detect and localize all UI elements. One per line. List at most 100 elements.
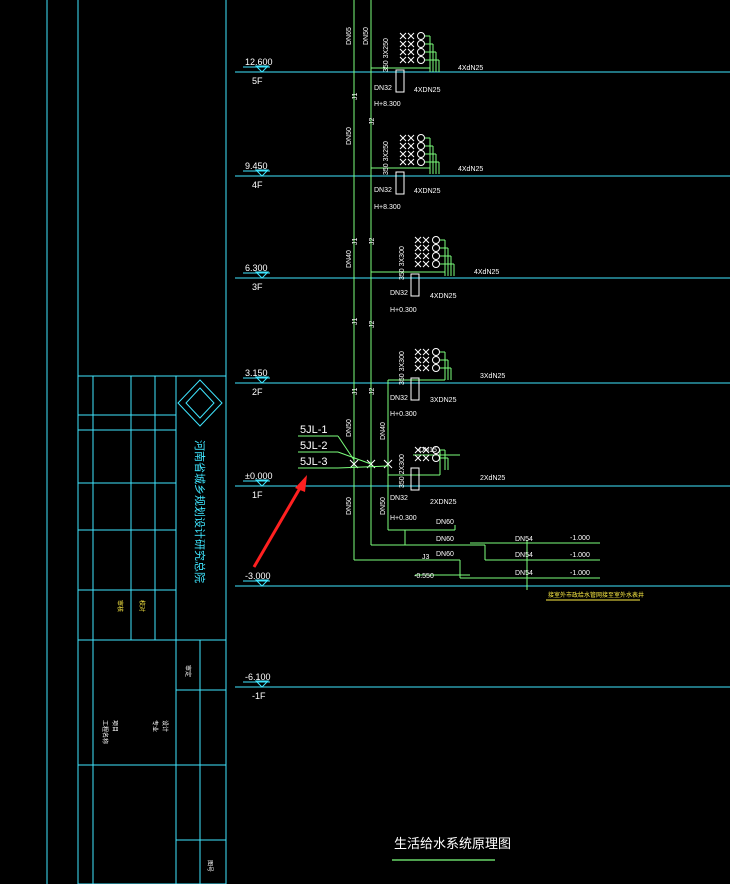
- label-j2-b: J2: [369, 238, 376, 246]
- label-j1-a: J1: [352, 93, 359, 101]
- meter-box-icon: [410, 273, 420, 297]
- water-meter-icon: [432, 348, 440, 356]
- label-meter-1f: 2XDN25: [430, 499, 457, 506]
- floor-name: 2F: [252, 387, 263, 397]
- valve-icon: [422, 446, 430, 454]
- label-dn60-b: DN60: [436, 536, 454, 543]
- elevation-marker-icon: [254, 680, 270, 688]
- water-meter-icon: [432, 236, 440, 244]
- label-meter-3f: 4XDN25: [430, 293, 457, 300]
- label-dn54-b: DN54: [515, 552, 533, 559]
- label-j2-c: J2: [369, 321, 376, 329]
- field-drawing-no: 图号: [206, 860, 213, 872]
- label-dn50-base2: DN50: [380, 497, 387, 515]
- elevation-marker-icon: [254, 271, 270, 279]
- valve-icon: [414, 364, 422, 372]
- valve-icon: [399, 48, 407, 56]
- label-branch-5f: 4XdN25: [458, 65, 483, 72]
- elevation-marker-icon: [254, 579, 270, 587]
- label-dn40-3f: DN40: [346, 250, 353, 268]
- label-dn32-1f: DN32: [390, 495, 408, 502]
- pipe-annotations: DN65 DN50 DN50 DN40 DN50 DN40 DN50 DN50 …: [346, 27, 644, 599]
- water-meter-icon: [432, 446, 440, 454]
- valve-icon: [407, 48, 415, 56]
- valve-icon: [407, 32, 415, 40]
- meter-box-icon: [395, 171, 405, 195]
- label-dn32-2f: DN32: [390, 395, 408, 402]
- label-j1-d: J1: [352, 388, 359, 396]
- water-meter-icon: [417, 48, 425, 56]
- label-size-5f: 350 3X250: [383, 38, 390, 72]
- valve-icon: [414, 454, 422, 462]
- valve-icon: [407, 40, 415, 48]
- water-meter-icon: [417, 40, 425, 48]
- label-size-3f: 350 3X300: [399, 246, 406, 280]
- floor-name: 5F: [252, 76, 263, 86]
- riser-label-3: 5JL-3: [300, 456, 328, 468]
- water-meter-icon: [417, 158, 425, 166]
- label-dn50-4f: DN50: [346, 127, 353, 145]
- valve-icon: [407, 142, 415, 150]
- floor-elevation: 6.300: [245, 263, 268, 273]
- label-j1-c: J1: [352, 318, 359, 326]
- floor-name: 3F: [252, 282, 263, 292]
- valve-icon: [407, 150, 415, 158]
- water-meter-icon: [432, 260, 440, 268]
- company-name: 河南省城乡规划设计研究总院: [193, 440, 207, 583]
- elevation-marker-icon: [254, 65, 270, 73]
- water-meter-icon: [432, 356, 440, 364]
- label-dn54-a: DN54: [515, 536, 533, 543]
- pipe-network: [353, 0, 600, 590]
- label-dn60-a: DN60: [436, 519, 454, 526]
- valve-icon: [422, 364, 430, 372]
- water-meter-icon: [432, 252, 440, 260]
- floor-name: 1F: [252, 490, 263, 500]
- label-branch-4f: 4XdN25: [458, 166, 483, 173]
- floor-elevation: -6.100: [245, 672, 271, 682]
- label-dn32-4f: DN32: [374, 187, 392, 194]
- label-meter-2f: 3XDN25: [430, 397, 457, 404]
- valve-icon: [422, 236, 430, 244]
- valve-icon: [422, 252, 430, 260]
- valve-icon: [399, 158, 407, 166]
- elevation-marker-icon: [254, 169, 270, 177]
- water-meter-icon: [417, 32, 425, 40]
- valve-icon: [422, 454, 430, 462]
- valve-icon: [414, 260, 422, 268]
- water-meter-icon: [432, 454, 440, 462]
- label-dn65: DN65: [346, 27, 353, 45]
- label-j2-d: J2: [369, 388, 376, 396]
- water-meter-icon: [417, 142, 425, 150]
- label-h-5f: H+8.300: [374, 101, 401, 108]
- label-dn40-1f: DN40: [380, 422, 387, 440]
- valve-icon: [399, 134, 407, 142]
- valve-icon: [422, 348, 430, 356]
- valve-icon: [399, 32, 407, 40]
- label-meter-4f: 4XDN25: [414, 188, 441, 195]
- valve-icon: [399, 40, 407, 48]
- label-branch-3f: 4XdN25: [474, 269, 499, 276]
- label-branch-1f: 2XdN25: [480, 475, 505, 482]
- valve-icon: [414, 244, 422, 252]
- red-arrow-annotation: [252, 475, 307, 568]
- field-design: 设计: [161, 720, 169, 732]
- valve-icon: [414, 348, 422, 356]
- valve-icon: [414, 446, 422, 454]
- floor-elevation: 12.600: [245, 57, 273, 67]
- floor-elevation: 9.450: [245, 161, 268, 171]
- label-h-3f: H+0.300: [390, 307, 417, 314]
- valve-icon: [407, 158, 415, 166]
- label-dn54-c: DN54: [515, 570, 533, 577]
- valve-icon: [407, 134, 415, 142]
- water-meter-icon: [417, 56, 425, 64]
- label-dn15: DN15: [419, 447, 437, 454]
- elevation-marker-icon: [254, 376, 270, 384]
- label-dn50-base: DN50: [346, 497, 353, 515]
- label-j2-a: J2: [369, 118, 376, 126]
- floor-elevation: 3.150: [245, 368, 268, 378]
- label-size-1f: 350 2X300: [399, 454, 406, 488]
- label-elev-c: -1.000: [570, 570, 590, 577]
- label-elev-a: -1.000: [570, 535, 590, 542]
- valve-icon: [414, 356, 422, 364]
